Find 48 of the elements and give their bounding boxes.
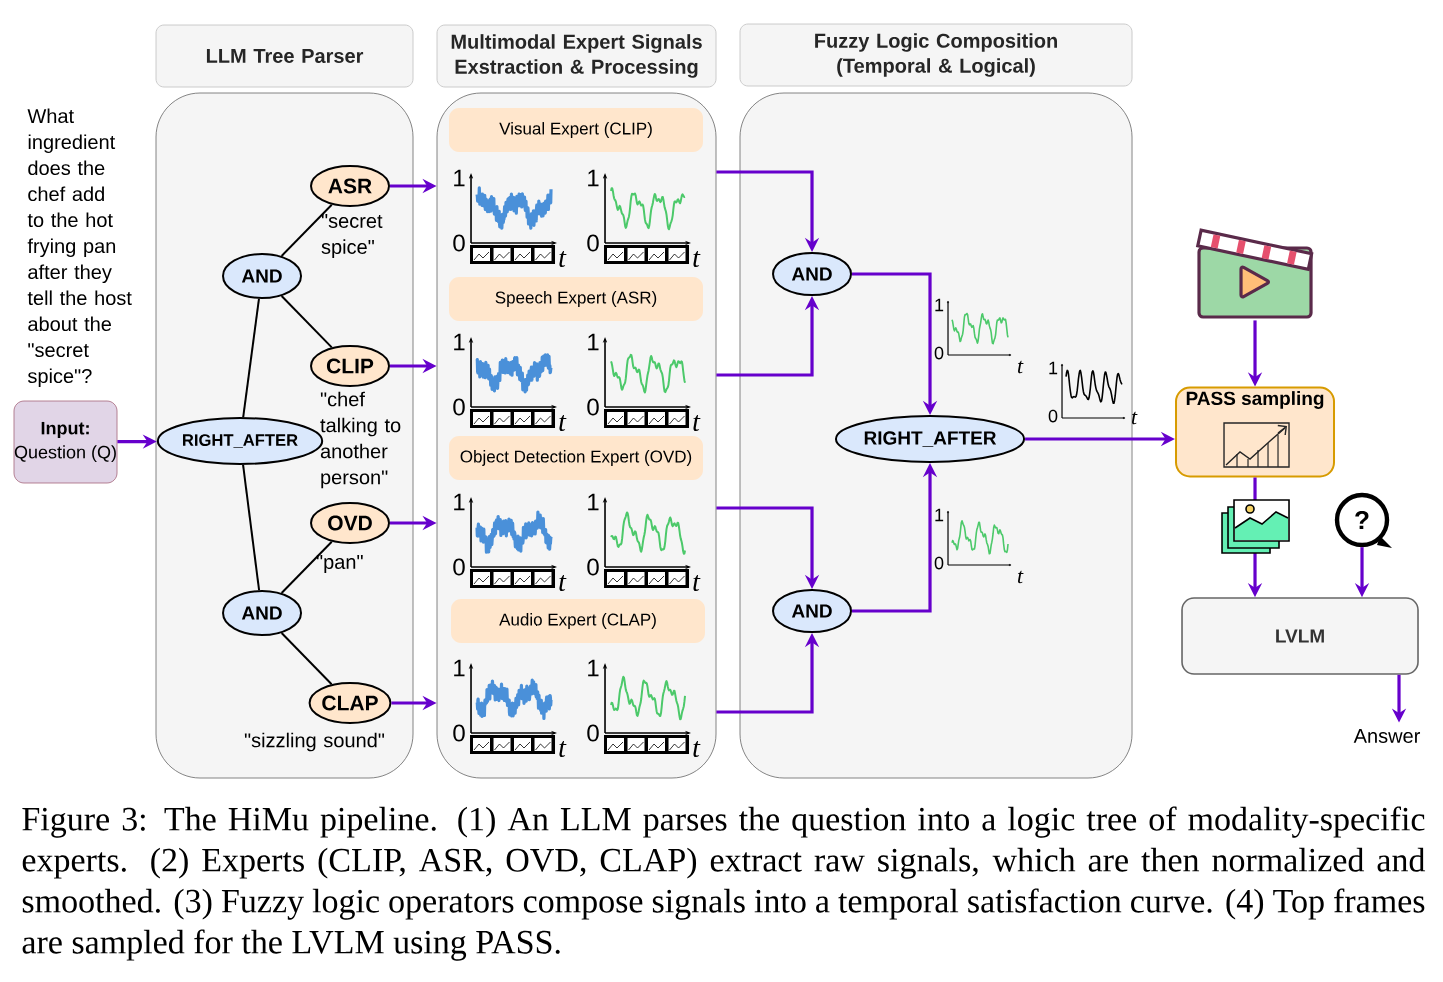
output-text: Answer [1353, 729, 1421, 743]
axis-label: 0 [587, 724, 599, 742]
panel-background [739, 92, 1133, 779]
axis-label: 0 [587, 234, 599, 252]
axis-label: 1 [454, 333, 465, 351]
expert-banner: Object Detection Expert (OVD) [449, 436, 703, 480]
axis-label: 0 [453, 724, 465, 742]
axis-label: 0 [453, 398, 465, 416]
panel-header: LLM Tree Parser [155, 24, 414, 88]
caption: Figure 3: The HiMu pipeline. (1) An LLM parses the question into a logic tree of modality-specific experts. (2) Experts (CLIP, ASR, OVD, CLAP) extract raw signals, which are then normalized and smoothed. (3) Fuzzy logic operators compose signals into a temporal satisfaction curve. (4) Top frames are sampled for the LVLM using PASS. [22, 806, 1426, 961]
axis-label: t [1017, 360, 1024, 374]
connector-line [280, 203, 333, 257]
axis-label: t [693, 741, 701, 758]
axis-label: 1 [1049, 361, 1058, 375]
axis-label: 1 [935, 508, 944, 522]
quote-text: "sizzling sound" [244, 732, 385, 752]
axis-label: 1 [454, 493, 465, 511]
panel-header: Multimodal Expert Signals Exstraction & Processing [436, 24, 717, 88]
axis-label: 1 [454, 169, 465, 187]
process-box: PASS sampling [1175, 386, 1335, 478]
input-box: Input: Question (Q) [13, 400, 118, 484]
quote-text: "pan" [316, 555, 363, 573]
axis-label: 1 [935, 298, 944, 312]
model-box: LVLM [1181, 597, 1419, 675]
axis-label: t [693, 575, 701, 592]
connector-line [280, 632, 333, 686]
video-icon [1195, 228, 1314, 319]
axis-label: 0 [1048, 409, 1058, 423]
axis-label: 0 [453, 558, 465, 576]
question-text: What ingredient does the chef add to the hot frying pan after they tell the host about the "secret spice"? [27, 108, 132, 388]
axis-label: t [559, 741, 567, 758]
connector-line [280, 295, 333, 349]
axis-label: 0 [587, 558, 599, 576]
connector-line [280, 540, 333, 594]
axis-label: t [1017, 570, 1024, 584]
axis-label: 0 [453, 234, 465, 252]
expert-banner: Audio Expert (CLAP) [451, 599, 705, 643]
axis-label: 0 [934, 556, 944, 570]
quote-text: "secret spice" [321, 214, 383, 258]
connector-line [242, 297, 260, 419]
panel-header: Fuzzy Logic Composition (Temporal & Logical) [739, 23, 1133, 87]
expert-banner: Visual Expert (CLIP) [449, 108, 703, 152]
axis-label: t [693, 251, 701, 268]
axis-label: 0 [934, 346, 944, 360]
axis-label: 1 [454, 659, 465, 677]
connector-line [242, 464, 261, 592]
axis-label: t [1131, 411, 1138, 425]
expert-banner: Speech Expert (ASR) [449, 277, 703, 321]
